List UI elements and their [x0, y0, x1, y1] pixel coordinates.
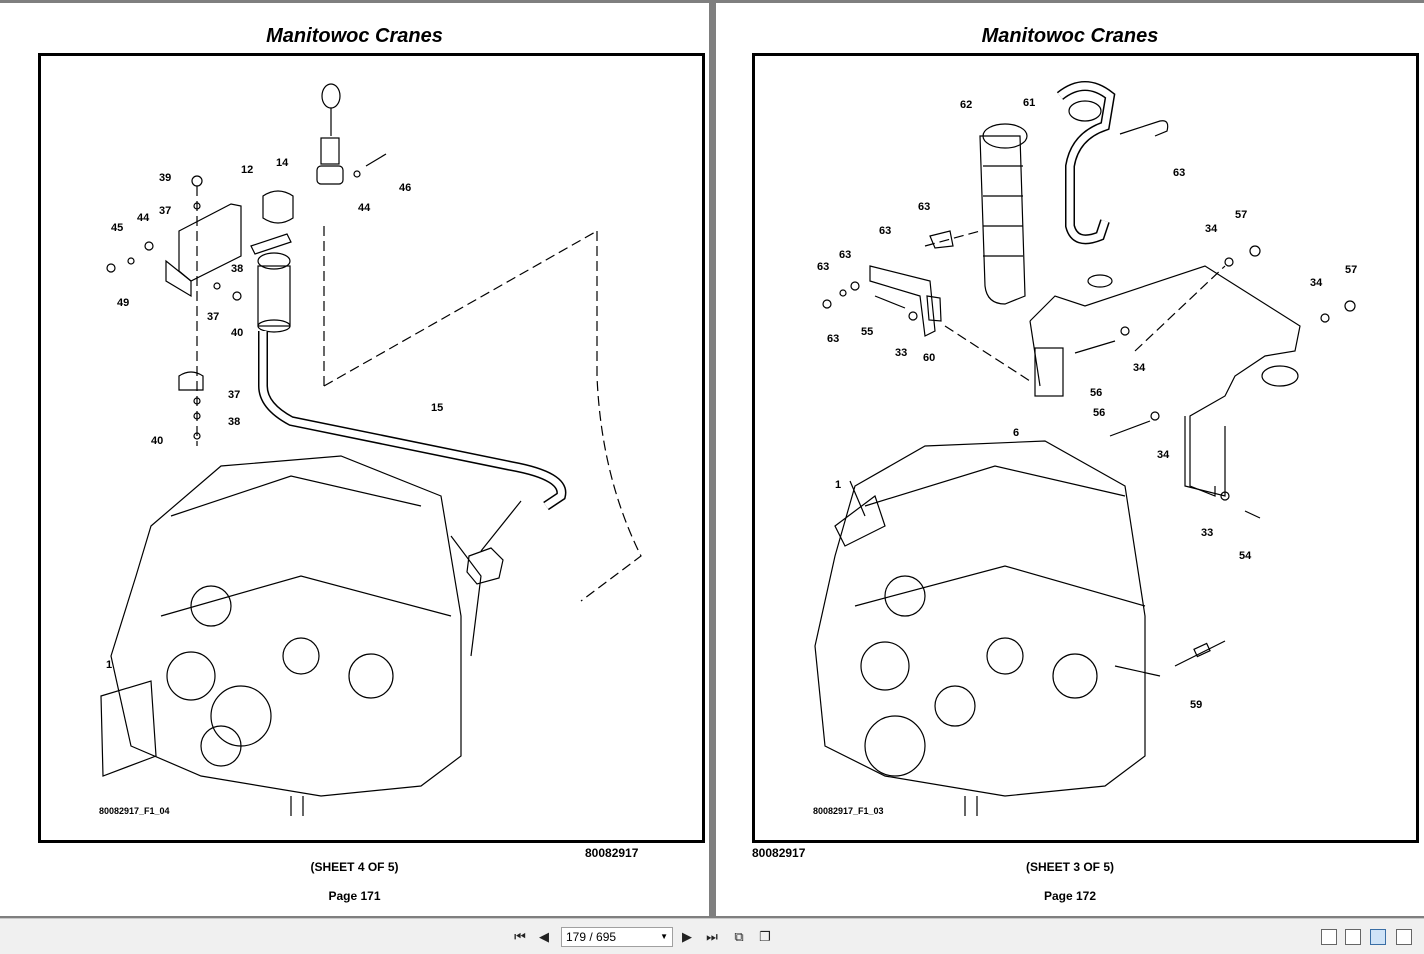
callout: 1: [106, 659, 112, 671]
callout: 37: [228, 389, 240, 401]
callout: 63: [817, 261, 829, 273]
callout: 38: [231, 263, 243, 275]
callout: 60: [923, 352, 935, 364]
left-callouts: 39 12 14 46 37 45 44 44 49 38 37 40 37 3…: [106, 157, 443, 671]
page-number-field[interactable]: 179 / 695 ▼: [561, 927, 673, 947]
callout: 44: [137, 212, 150, 224]
callout: 14: [276, 157, 289, 169]
continuous-icon[interactable]: [1345, 929, 1361, 945]
callout: 44: [358, 202, 371, 214]
right-callouts: 62 61 63 63 63 63 63 63 55 33 60 34 57 3…: [817, 97, 1357, 711]
chevron-down-icon[interactable]: ▼: [660, 932, 668, 941]
right-figure-frame: 62 61 63 63 63 63 63 63 55 33 60 34 57 3…: [752, 53, 1419, 843]
two-page-icon[interactable]: [1370, 929, 1386, 945]
callout: 6: [1013, 427, 1019, 439]
callout: 49: [117, 297, 129, 309]
callout: 54: [1239, 550, 1252, 562]
left-doc-number: 80082917: [585, 846, 639, 860]
callout: 55: [861, 326, 873, 338]
left-page: Manitowoc Cranes: [0, 3, 709, 916]
callout: 37: [159, 205, 171, 217]
callout: 63: [827, 333, 839, 345]
callout: 34: [1133, 362, 1146, 374]
callout: 46: [399, 182, 411, 194]
prev-page-icon[interactable]: ◀: [539, 929, 549, 944]
callout: 34: [1310, 277, 1323, 289]
fit-width-icon[interactable]: ❐: [759, 929, 771, 944]
right-figure-id: 80082917_F1_03: [813, 806, 884, 816]
callout: 15: [431, 402, 443, 414]
left-exploded-diagram: 39 12 14 46 37 45 44 44 49 38 37 40 37 3…: [100, 83, 642, 816]
two-page-continuous-icon[interactable]: [1396, 929, 1412, 945]
left-figure-id: 80082917_F1_04: [99, 806, 170, 816]
right-sheet-label: (SHEET 3 OF 5): [1025, 860, 1114, 874]
left-sheet-label: (SHEET 4 OF 5): [310, 860, 399, 874]
callout: 40: [151, 435, 163, 447]
callout: 62: [960, 99, 972, 111]
callout: 1: [835, 479, 841, 491]
callout: 45: [111, 222, 123, 234]
left-figure-frame: 39 12 14 46 37 45 44 44 49 38 37 40 37 3…: [38, 53, 705, 843]
callout: 40: [231, 327, 243, 339]
callout: 59: [1190, 699, 1202, 711]
last-page-icon[interactable]: ⏭: [706, 929, 718, 944]
callout: 34: [1205, 223, 1218, 235]
right-page-title: Manitowoc Cranes: [981, 25, 1159, 47]
right-doc-number: 80082917: [752, 846, 806, 860]
left-page-number: Page 171: [328, 889, 381, 903]
right-page: Manitowoc Cranes: [716, 3, 1424, 916]
callout: 56: [1090, 387, 1102, 399]
callout: 57: [1235, 209, 1247, 221]
fit-page-icon[interactable]: ⧉: [734, 929, 744, 944]
viewer-toolbar: ⏮ ◀ 179 / 695 ▼ ▶ ⏭ ⧉ ❐: [0, 918, 1424, 954]
callout: 56: [1093, 407, 1105, 419]
callout: 63: [879, 225, 891, 237]
callout: 57: [1345, 264, 1357, 276]
callout: 63: [839, 249, 851, 261]
single-page-icon[interactable]: [1321, 929, 1337, 945]
callout: 33: [1201, 527, 1213, 539]
callout: 34: [1157, 449, 1170, 461]
callout: 63: [1173, 167, 1185, 179]
page-indicator: 179 / 695: [566, 930, 617, 944]
callout: 39: [159, 172, 171, 184]
right-page-number: Page 172: [1043, 889, 1097, 903]
first-page-icon[interactable]: ⏮: [514, 929, 526, 944]
callout: 37: [207, 311, 219, 323]
callout: 38: [228, 416, 240, 428]
left-page-title: Manitowoc Cranes: [266, 25, 443, 47]
callout: 61: [1023, 97, 1035, 109]
right-exploded-diagram: 62 61 63 63 63 63 63 63 55 33 60 34 57 3…: [814, 81, 1357, 816]
callout: 12: [241, 164, 253, 176]
next-page-icon[interactable]: ▶: [682, 929, 692, 944]
callout: 63: [918, 201, 930, 213]
callout: 33: [895, 347, 907, 359]
